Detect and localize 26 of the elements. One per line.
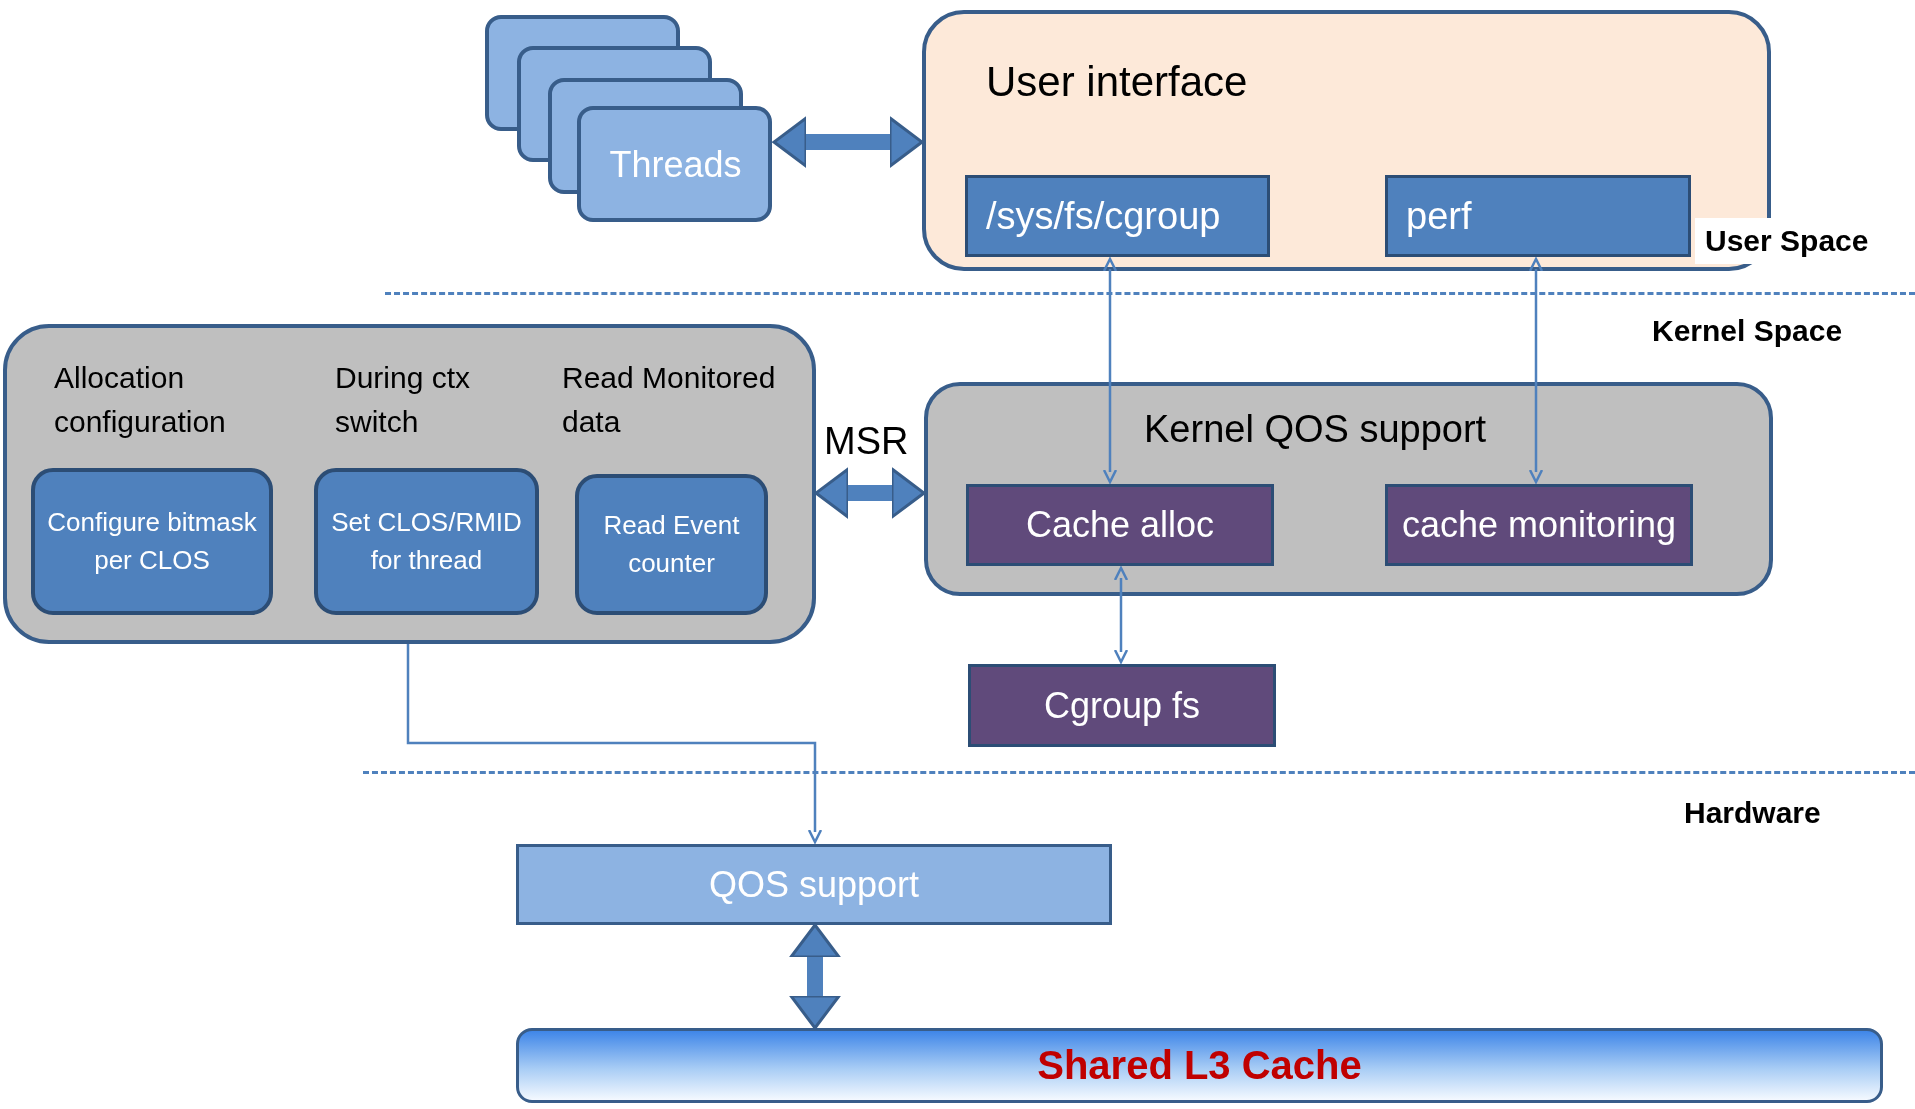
arrow	[1113, 566, 1129, 664]
arrow	[1102, 257, 1118, 484]
column-heading: Read Monitored data	[562, 360, 777, 440]
function-box: Read Event counter	[575, 474, 768, 615]
kernel-panel	[924, 382, 1773, 596]
stacked-thread-cards: Threads	[485, 15, 774, 224]
kernel-function-panel	[3, 324, 816, 644]
function-box: Set CLOS/RMID for thread	[314, 468, 539, 615]
block-arrow	[814, 467, 926, 519]
module-box: Cgroup fs	[968, 664, 1276, 747]
arrow	[1528, 257, 1544, 484]
hardware-box: QOS support	[516, 844, 1112, 925]
cache-bar: Shared L3 Cache	[516, 1028, 1883, 1103]
column-heading: During ctx switch	[335, 360, 472, 440]
interface-box: perf	[1385, 175, 1691, 257]
column-heading: Allocation configuration	[54, 360, 227, 440]
interface-box: /sys/fs/cgroup	[965, 175, 1270, 257]
panel-title: Kernel QOS support	[1144, 408, 1487, 451]
panel-title: User interface	[986, 58, 1248, 106]
block-arrow	[772, 116, 924, 168]
arrow	[406, 644, 823, 844]
block-arrow	[789, 923, 841, 1030]
module-box: cache monitoring	[1385, 484, 1693, 566]
module-box: Cache alloc	[966, 484, 1274, 566]
function-box: Configure bitmask per CLOS	[31, 468, 273, 615]
user-interface-panel	[922, 10, 1771, 271]
